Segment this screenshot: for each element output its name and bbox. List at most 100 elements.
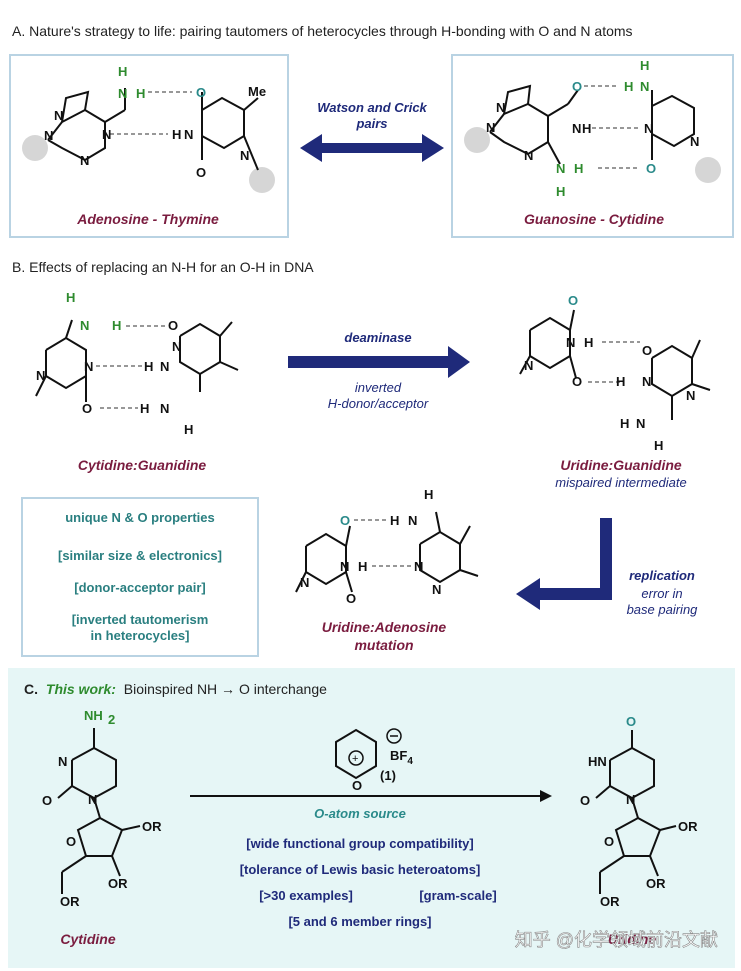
- uridine-guanidine-label: Uridine:Guanidine: [560, 457, 682, 473]
- uridine-adenosine-label-1: Uridine:Adenosine: [322, 619, 447, 635]
- watson-crick-double-arrow: [300, 134, 444, 162]
- svg-text:O: O: [572, 79, 582, 94]
- svg-text:H: H: [620, 416, 629, 431]
- svg-text:N: N: [84, 359, 93, 374]
- svg-text:OR: OR: [646, 876, 666, 891]
- svg-text:H: H: [358, 559, 367, 574]
- watson-crick-label-2: pairs: [355, 116, 387, 131]
- uridine-adenosine-structure: O H N H N H N N O N: [295, 487, 479, 606]
- watermark-text: 知乎 @化学领域前沿文献: [515, 930, 718, 950]
- svg-text:N: N: [556, 161, 565, 176]
- svg-text:O: O: [568, 293, 578, 308]
- svg-text:O: O: [352, 778, 362, 793]
- condition-2: [>30 examples]: [259, 888, 353, 903]
- svg-text:H: H: [640, 58, 649, 73]
- adenosine-thymine-box: [9, 54, 289, 238]
- svg-text:HN: HN: [588, 754, 607, 769]
- svg-text:H: H: [184, 422, 193, 437]
- section-c-panel: [8, 668, 735, 968]
- deaminase-label: deaminase: [344, 330, 411, 345]
- svg-text:N: N: [636, 416, 645, 431]
- svg-text:N: N: [80, 153, 89, 168]
- svg-text:H: H: [584, 335, 593, 350]
- replication-label: replication: [629, 568, 695, 583]
- uridine-adenosine-label-2: mutation: [354, 637, 413, 653]
- svg-text:N: N: [88, 792, 97, 807]
- svg-text:N: N: [184, 127, 193, 142]
- svg-text:H: H: [616, 374, 625, 389]
- reaction-arrow: [190, 790, 552, 802]
- svg-text:O: O: [642, 343, 652, 358]
- svg-text:N: N: [432, 582, 441, 597]
- svg-text:N: N: [102, 127, 111, 142]
- svg-text:H: H: [172, 127, 181, 142]
- svg-text:H: H: [112, 318, 121, 333]
- svg-text:O: O: [626, 714, 636, 729]
- svg-text:O: O: [604, 834, 614, 849]
- svg-text:N: N: [172, 339, 181, 354]
- svg-text:N: N: [80, 318, 89, 333]
- pyrylium-reagent-icon: + O: [335, 728, 402, 793]
- guanosine-cytidine-label: Guanosine - Cytidine: [524, 211, 664, 227]
- svg-text:OR: OR: [60, 894, 80, 909]
- svg-text:H: H: [654, 438, 663, 453]
- property-3: [inverted tautomerism: [72, 612, 209, 627]
- svg-text:N: N: [58, 754, 67, 769]
- cytidine-label: Cytidine: [60, 931, 115, 947]
- svg-text:N: N: [640, 79, 649, 94]
- section-b-title: B. Effects of replacing an N-H for an O-…: [12, 259, 314, 275]
- deaminase-arrow: [288, 346, 470, 378]
- property-0: unique N & O properties: [65, 510, 215, 525]
- section-c-letter: C.: [24, 681, 38, 697]
- svg-text:2: 2: [108, 712, 115, 727]
- svg-text:O: O: [66, 834, 76, 849]
- replication-sub-1: error in: [641, 586, 682, 601]
- svg-text:N: N: [690, 134, 699, 149]
- svg-text:H: H: [140, 401, 149, 416]
- uridine-structure: O HN O N O OR OR OR: [580, 714, 698, 909]
- svg-text:N: N: [496, 100, 505, 115]
- properties-box: [21, 497, 259, 657]
- svg-text:O: O: [196, 165, 206, 180]
- svg-text:N: N: [524, 148, 533, 163]
- cytidine-guanidine-structure: H N H O N H N N N O H N H: [35, 290, 239, 437]
- cytidine-structure: NH 2 N O N O OR OR OR: [42, 708, 162, 909]
- svg-text:OR: OR: [142, 819, 162, 834]
- svg-text:N: N: [686, 388, 695, 403]
- adenosine-thymine-label: Adenosine - Thymine: [76, 211, 219, 227]
- condition-1: [tolerance of Lewis basic heteroatoms]: [240, 862, 481, 877]
- property-1: [similar size & electronics]: [58, 548, 222, 563]
- svg-text:N: N: [566, 335, 575, 350]
- adenosine-thymine-structure: H N H O Me N H N N N N O N: [22, 64, 275, 193]
- section-a-title: A. Nature's strategy to life: pairing ta…: [12, 23, 633, 39]
- svg-text:N: N: [414, 559, 423, 574]
- watson-crick-label-1: Watson and Crick: [317, 100, 427, 115]
- svg-text:H: H: [66, 290, 75, 305]
- guanosine-cytidine-structure: O H N H N H N N H O H N N N N: [464, 58, 721, 199]
- svg-text:O: O: [168, 318, 178, 333]
- section-c-rest: Bioinspired NH → O interchange: [124, 681, 327, 697]
- reagent-anion: BF4: [390, 748, 413, 767]
- condition-3: [gram-scale]: [419, 888, 496, 903]
- svg-text:O: O: [572, 374, 582, 389]
- svg-text:N: N: [54, 108, 63, 123]
- svg-text:N: N: [642, 374, 651, 389]
- svg-text:O: O: [346, 591, 356, 606]
- replication-sub-2: base pairing: [627, 602, 699, 617]
- property-4: in heterocycles]: [91, 628, 190, 643]
- svg-text:NH: NH: [84, 708, 103, 723]
- svg-text:OR: OR: [678, 819, 698, 834]
- cytidine-guanidine-label: Cytidine:Guanidine: [78, 457, 207, 473]
- mispaired-label: mispaired intermediate: [555, 475, 687, 490]
- svg-text:N: N: [44, 128, 53, 143]
- svg-text:N: N: [486, 120, 495, 135]
- svg-text:H: H: [118, 64, 127, 79]
- uridine-label: Uridine: [608, 931, 656, 947]
- svg-text:N: N: [524, 358, 533, 373]
- svg-text:H: H: [624, 79, 633, 94]
- svg-text:N: N: [644, 121, 653, 136]
- svg-text:N: N: [300, 575, 309, 590]
- inverted-label-2: H-donor/acceptor: [328, 396, 429, 411]
- svg-text:OR: OR: [600, 894, 620, 909]
